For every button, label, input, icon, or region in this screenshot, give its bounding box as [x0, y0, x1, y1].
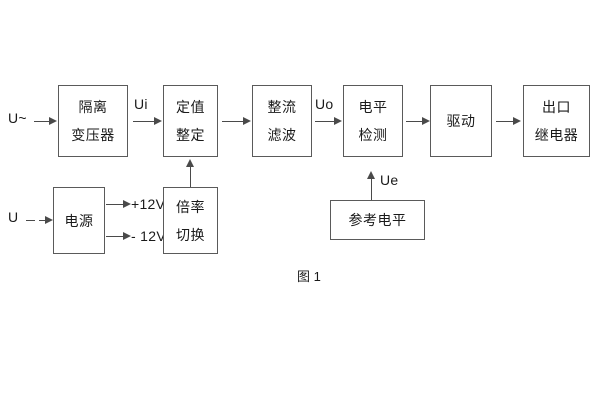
- block-setpoint-setting-line2: 整定: [176, 127, 205, 143]
- connector-ue-line: [371, 178, 372, 200]
- connector-level-to-driver-line: [406, 121, 423, 122]
- arrowhead-setpoint-to-rectifier: [243, 117, 251, 125]
- block-driver-line1: 驱动: [446, 113, 476, 129]
- block-output-relay-line1: 出口: [542, 99, 571, 115]
- block-level-detection-line2: 检测: [358, 127, 388, 143]
- connector-rail-neg-line: [106, 236, 124, 237]
- arrowhead-rail-pos: [123, 200, 131, 208]
- block-rectifier-filter-line2: 滤波: [267, 127, 297, 143]
- block-multiplier-switch-line1: 倍率: [176, 198, 205, 215]
- block-power-supply: 电源: [53, 187, 105, 254]
- block-reference-level: 参考电平: [330, 200, 425, 240]
- block-level-detection: 电平 检测: [343, 85, 403, 157]
- connector-uo-line: [315, 121, 335, 122]
- connector-input-ac-line: [34, 121, 50, 122]
- connector-multiplier-to-setpoint-line: [190, 166, 191, 187]
- connector-rail-pos-line: [106, 204, 124, 205]
- connector-input-dc-dash2: [39, 220, 46, 221]
- signal-label-ui: Ui: [134, 96, 148, 112]
- connector-input-dc-dash1: [26, 220, 35, 221]
- arrowhead-input-ac: [49, 117, 57, 125]
- signal-label-rail-pos: +12V: [131, 196, 166, 212]
- arrowhead-input-dc: [45, 216, 53, 224]
- arrowhead-multiplier-to-setpoint: [186, 159, 194, 167]
- block-rectifier-filter-line1: 整流: [267, 99, 297, 115]
- block-driver: 驱动: [430, 85, 492, 157]
- block-isolation-transformer: 隔离 变压器: [58, 85, 128, 157]
- block-setpoint-setting: 定值 整定: [163, 85, 218, 157]
- figure-caption: 图 1: [297, 269, 321, 284]
- block-power-supply-line1: 电源: [64, 212, 94, 229]
- block-setpoint-setting-line1: 定值: [176, 99, 205, 115]
- block-output-relay-line2: 继电器: [534, 127, 579, 143]
- signal-label-rail-neg: - 12V: [131, 228, 166, 244]
- arrowhead-level-to-driver: [422, 117, 430, 125]
- block-isolation-transformer-line1: 隔离: [78, 99, 108, 115]
- block-level-detection-line1: 电平: [358, 99, 388, 115]
- connector-driver-to-relay-line: [496, 121, 514, 122]
- block-output-relay: 出口 继电器: [523, 85, 590, 157]
- signal-label-input-ac: U~: [8, 110, 27, 126]
- arrowhead-ue: [367, 171, 375, 179]
- connector-ui-line: [133, 121, 155, 122]
- signal-label-input-dc: U: [8, 209, 19, 225]
- signal-label-ue: Ue: [380, 172, 399, 188]
- block-reference-level-line1: 参考电平: [348, 212, 407, 228]
- signal-label-uo: Uo: [315, 96, 334, 112]
- arrowhead-driver-to-relay: [513, 117, 521, 125]
- connector-setpoint-to-rectifier-line: [222, 121, 244, 122]
- arrowhead-rail-neg: [123, 232, 131, 240]
- arrowhead-uo: [334, 117, 342, 125]
- block-isolation-transformer-line2: 变压器: [71, 127, 115, 143]
- arrowhead-ui: [154, 117, 162, 125]
- block-multiplier-switch: 倍率 切换: [163, 187, 218, 254]
- block-multiplier-switch-line2: 切换: [176, 226, 205, 243]
- block-rectifier-filter: 整流 滤波: [252, 85, 312, 157]
